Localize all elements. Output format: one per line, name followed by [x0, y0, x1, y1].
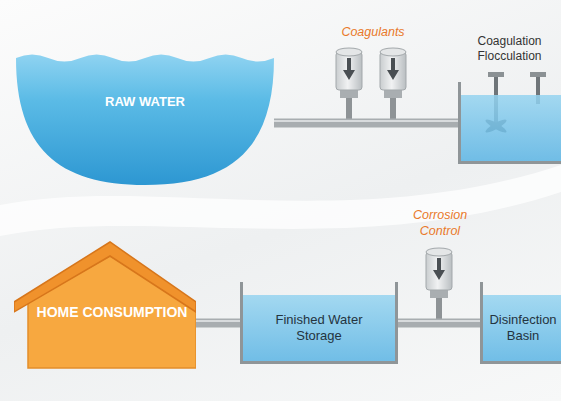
- pipe-body: [196, 319, 240, 328]
- storage-tank: Finished Water Storage: [240, 282, 398, 364]
- feeder-stem: [436, 296, 442, 319]
- house-body: [28, 256, 196, 368]
- mixer-motor: [488, 72, 504, 77]
- raw-water-basin: RAW WATER: [16, 48, 274, 186]
- water-body: [16, 55, 274, 186]
- node-label: Finished Water Storage: [273, 312, 365, 345]
- feeder-lid: [426, 248, 452, 256]
- node-label: RAW WATER: [36, 94, 254, 110]
- pipe: [274, 121, 458, 123]
- feeder-lid: [336, 48, 362, 56]
- chemical-feeder: [426, 248, 452, 319]
- pipe-highlight: [196, 320, 240, 322]
- mixer-motor: [530, 72, 546, 77]
- feeder-tank: [336, 52, 362, 90]
- down-arrow: [343, 58, 355, 80]
- pipe-highlight: [398, 320, 480, 322]
- disinfection-tank: Disinfection Basin: [480, 282, 561, 364]
- down-arrow: [387, 58, 399, 80]
- node-label: HOME CONSUMPTION: [28, 304, 196, 322]
- chemical-feeder: [336, 48, 362, 119]
- pipe-body: [274, 119, 458, 128]
- house-roof: [14, 242, 196, 312]
- feeder-tank: [380, 52, 406, 90]
- feeder-tank: [426, 252, 452, 290]
- pipe-highlight: [274, 120, 458, 122]
- feeder-stem: [346, 96, 352, 119]
- home-house: HOME CONSUMPTION: [14, 240, 196, 370]
- tank-body: [458, 82, 561, 164]
- coagulation-tank: Coagulation Flocculation: [458, 30, 561, 164]
- pipe: [398, 321, 480, 323]
- feeder-stem: [390, 96, 396, 119]
- water-basin-shape: [16, 48, 274, 186]
- chemical-label: Coagulants: [328, 24, 418, 40]
- node-label: Coagulation Flocculation: [458, 34, 561, 64]
- node-label: Disinfection Basin: [487, 312, 559, 345]
- feeder-lid: [380, 48, 406, 56]
- pipe: [196, 321, 240, 323]
- chemical-feeder: [380, 48, 406, 119]
- chemical-label: Corrosion Control: [402, 207, 478, 240]
- down-arrow: [433, 258, 445, 280]
- pipe-body: [398, 319, 480, 328]
